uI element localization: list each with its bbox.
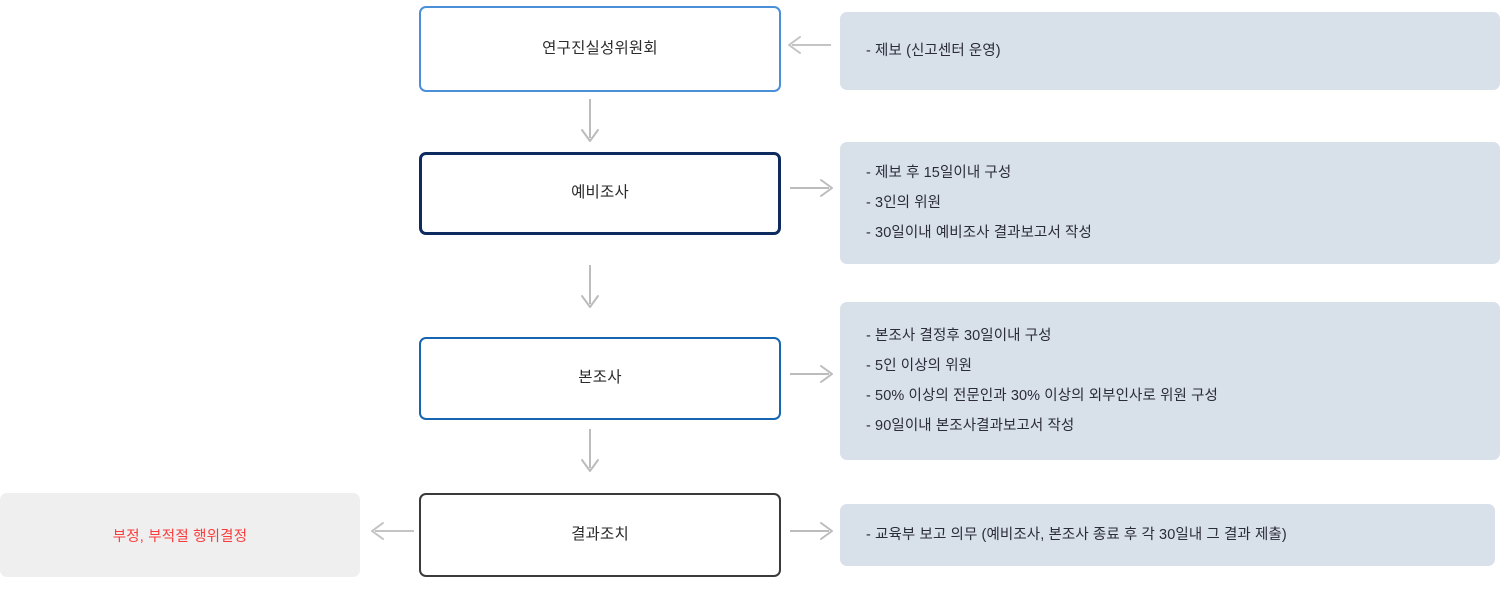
arrow-left-icon [786, 33, 832, 57]
process-box-result-action-label: 결과조치 [571, 525, 629, 543]
process-box-committee[interactable]: 연구진실성위원회 [419, 6, 781, 92]
process-box-preliminary-investigation[interactable]: 예비조사 [419, 152, 781, 235]
process-box-main-investigation[interactable]: 본조사 [419, 337, 781, 420]
outcome-box-misconduct-decision[interactable]: 부정, 부적절 행위결정 [0, 493, 360, 577]
note-line: - 본조사 결정후 30일이내 구성 [866, 328, 1052, 344]
note-box-committee: - 제보 (신고센터 운영) [840, 12, 1500, 90]
note-line: - 90일이내 본조사결과보고서 작성 [866, 418, 1075, 434]
arrow-down-icon [578, 428, 602, 474]
note-box-result-action: - 교육부 보고 의무 (예비조사, 본조사 종료 후 각 30일내 그 결과 … [840, 504, 1495, 566]
process-box-preliminary-investigation-label: 예비조사 [571, 184, 629, 202]
note-line: - 3인의 위원 [866, 195, 942, 211]
note-line: - 교육부 보고 의무 (예비조사, 본조사 종료 후 각 30일내 그 결과 … [866, 527, 1287, 543]
outcome-box-misconduct-decision-label: 부정, 부적절 행위결정 [112, 528, 248, 545]
note-box-main-investigation: - 본조사 결정후 30일이내 구성 - 5인 이상의 위원 - 50% 이상의… [840, 302, 1500, 460]
note-line: - 제보 (신고센터 운영) [866, 43, 1001, 59]
arrow-down-icon [578, 264, 602, 310]
process-box-result-action[interactable]: 결과조치 [419, 493, 781, 577]
arrow-right-icon [789, 176, 835, 200]
arrow-left-icon [369, 519, 415, 543]
arrow-right-icon [789, 519, 835, 543]
arrow-down-icon [578, 98, 602, 144]
process-box-committee-label: 연구진실성위원회 [542, 39, 658, 57]
note-line: - 5인 이상의 위원 [866, 358, 973, 374]
note-box-preliminary-investigation: - 제보 후 15일이내 구성 - 3인의 위원 - 30일이내 예비조사 결과… [840, 142, 1500, 264]
process-box-main-investigation-label: 본조사 [578, 369, 622, 387]
note-line: - 제보 후 15일이내 구성 [866, 165, 1012, 181]
note-line: - 30일이내 예비조사 결과보고서 작성 [866, 225, 1092, 241]
note-line: - 50% 이상의 전문인과 30% 이상의 외부인사로 위원 구성 [866, 388, 1218, 404]
arrow-right-icon [789, 362, 835, 386]
